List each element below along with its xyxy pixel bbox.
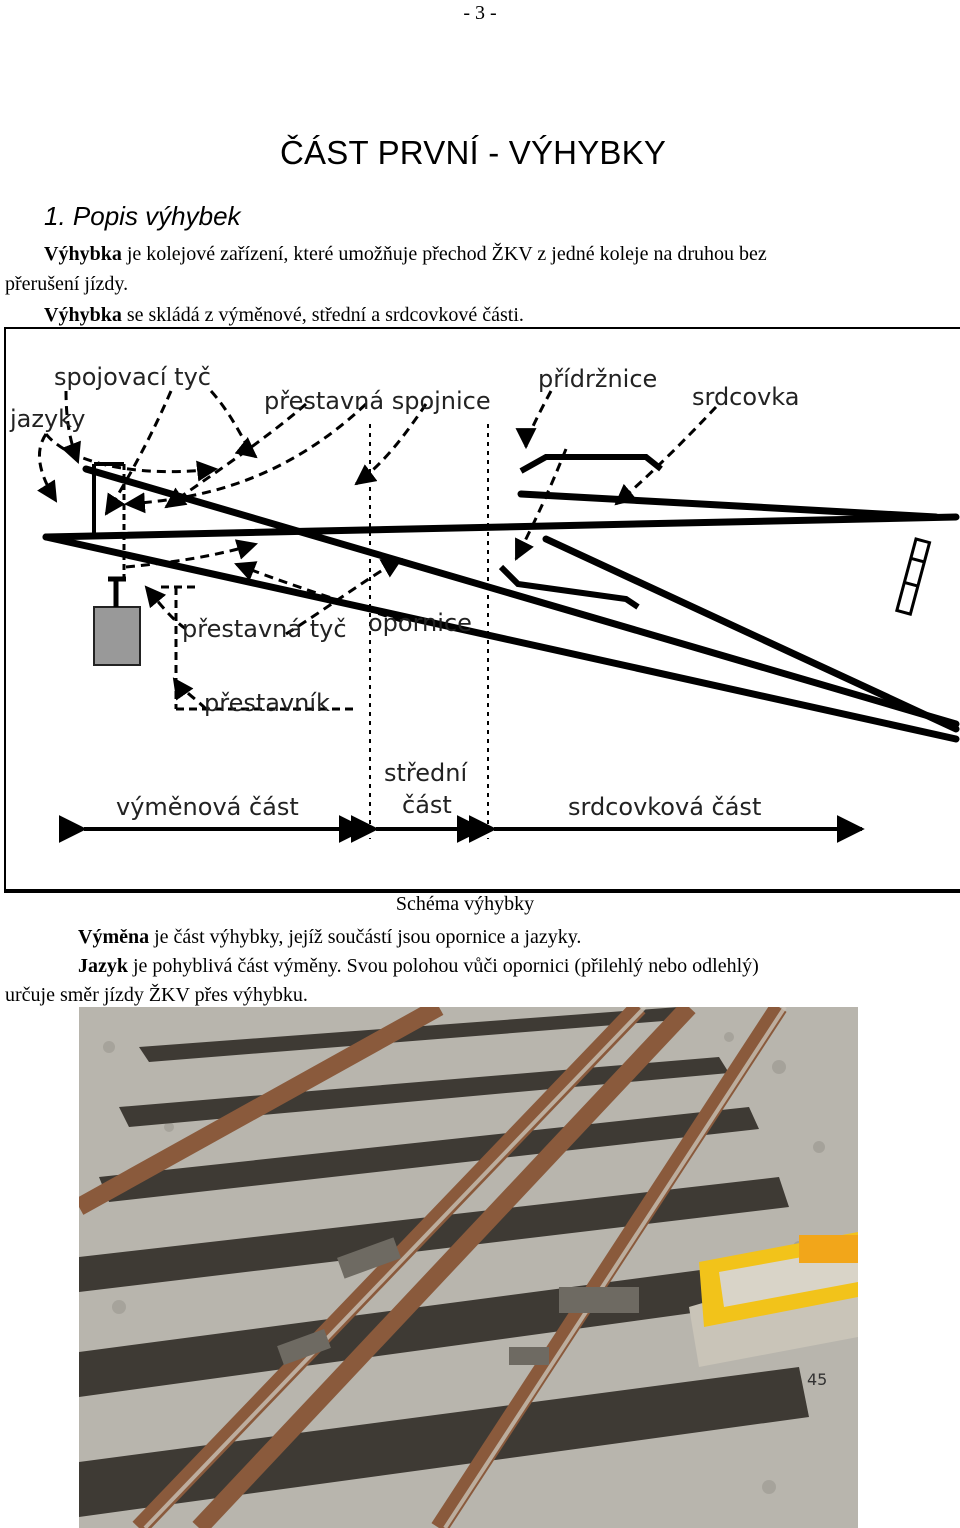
paragraph-text: se skládá z výměnové, střední a srdcovko… [121, 304, 524, 326]
label-vymenova-cast: výměnová část [116, 793, 299, 821]
motor-marker: 45 [807, 1370, 827, 1389]
term-vymena: Výměna [78, 926, 150, 948]
term-jazyk: Jazyk [78, 955, 128, 977]
term-vyhybka: Výhybka [44, 243, 122, 265]
turnout-photo: 45 [79, 1007, 858, 1528]
section-dividers [369, 424, 489, 839]
paragraph-line: Jazyk je pohyblivá část výměny. Svou pol… [78, 952, 759, 980]
label-stredni: střední [384, 759, 468, 787]
guard-rails [498, 454, 663, 610]
section-title: 1. Popis výhybek [44, 201, 241, 231]
label-srdcovka: srdcovka [692, 383, 799, 411]
label-pridrznice: přídržnice [538, 365, 657, 393]
label-stredni-cast: část [402, 791, 452, 819]
paragraph-line: Výměna je část výhybky, jejíž součástí j… [78, 923, 581, 951]
rails [79, 1007, 787, 1528]
label-prestavna-tyc: přestavná tyč [182, 615, 347, 643]
point-machine [93, 606, 141, 666]
label-prestavna-spojnice: přestavná spojnice [264, 387, 491, 415]
paragraph-line: přerušení jízdy. [5, 273, 129, 295]
paragraph-line: Výhybka je kolejové zařízení, které umož… [44, 240, 767, 268]
label-opornice: opornice [368, 609, 472, 637]
signal-icon [895, 537, 932, 616]
paragraph-text: je pohyblivá část výměny. Svou polohou v… [128, 955, 759, 977]
part-title: ČÁST PRVNÍ - VÝHYBKY [280, 134, 667, 171]
figure-caption: Schéma výhybky [395, 893, 535, 915]
paragraph-line: určuje směr jízdy ŽKV přes výhybku. [5, 984, 308, 1006]
paragraph-text: je kolejové zařízení, které umožňuje pře… [121, 243, 767, 265]
pointer-arrows [37, 390, 718, 711]
paragraph-line: Výhybka se skládá z výměnové, střední a … [44, 301, 524, 329]
point-motor: 45 [689, 1232, 858, 1389]
label-prestavnik: přestavník [204, 689, 330, 717]
label-jazyky: jazyky [9, 405, 85, 433]
page-number: - 3 - [463, 2, 497, 24]
turnout-schematic: spojovací tyč jazyky přestavná spojnice … [4, 327, 960, 893]
paragraph-text: je část výhybky, jejíž součástí jsou opo… [149, 926, 582, 948]
label-srdcovkova-cast: srdcovková část [568, 793, 761, 821]
term-vyhybka: Výhybka [44, 304, 122, 326]
rails [42, 465, 960, 743]
label-spojovaci-tyc: spojovací tyč [54, 363, 211, 391]
